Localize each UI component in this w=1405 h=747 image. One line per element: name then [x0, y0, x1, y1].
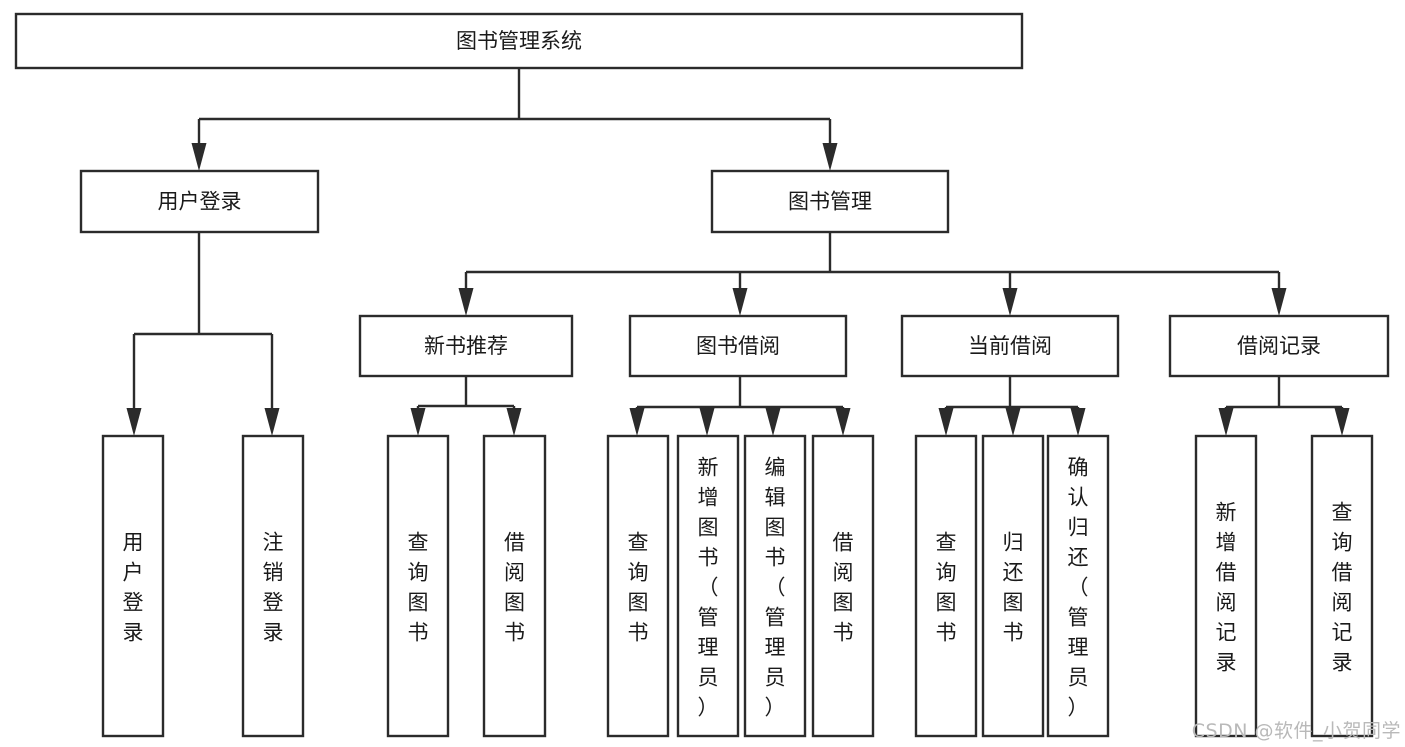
node-box-leaf-return-book[interactable] — [981, 434, 1045, 738]
node-label-leaf-edit-book: 编辑图书（管理员） — [765, 455, 786, 719]
node-box-leaf-edit-book[interactable] — [743, 434, 807, 738]
node-box-leaf-add-record[interactable] — [1194, 434, 1258, 738]
node-box-leaf-query-book-borrow[interactable] — [606, 434, 670, 738]
connector-root-to-level2 — [191, 68, 838, 171]
node-label-leaf-confirm-return: 确认归还（管理员） — [1068, 455, 1089, 719]
node-leaf-add-book[interactable]: 新增图书（管理员） — [676, 434, 740, 738]
node-box-leaf-confirm-return[interactable] — [1046, 434, 1110, 738]
connector-layer — [126, 68, 1350, 436]
node-layer: 图书管理系统用户登录图书管理新书推荐图书借阅当前借阅借阅记录用户登录注销登录查询… — [14, 12, 1390, 738]
node-label-book-borrow: 图书借阅 — [696, 334, 780, 358]
node-label-book-manage: 图书管理 — [788, 190, 872, 214]
node-label-leaf-add-book: 新增图书（管理员） — [698, 455, 719, 719]
node-box-leaf-query-book-rec[interactable] — [386, 434, 450, 738]
node-leaf-query-record[interactable]: 查询借阅记录 — [1310, 434, 1374, 738]
node-box-root[interactable] — [14, 12, 1024, 70]
node-leaf-user-login[interactable]: 用户登录 — [101, 434, 165, 738]
node-book-manage[interactable]: 图书管理 — [710, 169, 950, 234]
node-label-leaf-query-book-borrow: 查询图书 — [628, 530, 649, 644]
node-label-leaf-query-book-current: 查询图书 — [936, 530, 957, 644]
node-label-leaf-borrow-book: 借阅图书 — [833, 530, 854, 644]
node-label-borrow-record: 借阅记录 — [1237, 334, 1321, 358]
node-leaf-query-book-current[interactable]: 查询图书 — [914, 434, 978, 738]
connector-currentborrow-to-leaves — [938, 376, 1086, 436]
node-leaf-query-book-borrow[interactable]: 查询图书 — [606, 434, 670, 738]
node-label-leaf-add-record: 新增借阅记录 — [1216, 500, 1237, 674]
node-label-leaf-query-record: 查询借阅记录 — [1332, 500, 1353, 674]
node-box-book-borrow[interactable] — [628, 314, 848, 378]
node-borrow-record[interactable]: 借阅记录 — [1168, 314, 1390, 378]
node-current-borrow[interactable]: 当前借阅 — [900, 314, 1120, 378]
node-label-current-borrow: 当前借阅 — [968, 334, 1052, 358]
node-label-leaf-user-login: 用户登录 — [123, 530, 144, 644]
node-box-leaf-borrow-book[interactable] — [811, 434, 875, 738]
node-leaf-borrow-book-rec[interactable]: 借阅图书 — [482, 434, 547, 738]
node-label-leaf-user-logout: 注销登录 — [263, 530, 284, 644]
node-book-borrow[interactable]: 图书借阅 — [628, 314, 848, 378]
node-leaf-edit-book[interactable]: 编辑图书（管理员） — [743, 434, 807, 738]
node-leaf-user-logout[interactable]: 注销登录 — [241, 434, 305, 738]
node-label-new-book-rec: 新书推荐 — [424, 334, 508, 358]
node-label-leaf-borrow-book-rec: 借阅图书 — [504, 530, 525, 644]
node-leaf-borrow-book[interactable]: 借阅图书 — [811, 434, 875, 738]
node-box-book-manage[interactable] — [710, 169, 950, 234]
node-root[interactable]: 图书管理系统 — [14, 12, 1024, 70]
node-box-new-book-rec[interactable] — [358, 314, 574, 378]
node-new-book-rec[interactable]: 新书推荐 — [358, 314, 574, 378]
node-box-borrow-record[interactable] — [1168, 314, 1390, 378]
node-box-leaf-add-book[interactable] — [676, 434, 740, 738]
node-label-leaf-query-book-rec: 查询图书 — [408, 530, 429, 644]
node-leaf-return-book[interactable]: 归还图书 — [981, 434, 1045, 738]
node-box-user-login[interactable] — [79, 169, 320, 234]
connector-borrowrecord-to-leaves — [1218, 376, 1350, 436]
node-label-leaf-return-book: 归还图书 — [1003, 530, 1024, 644]
connector-bookmanage-to-level3 — [458, 232, 1287, 316]
node-leaf-confirm-return[interactable]: 确认归还（管理员） — [1046, 434, 1110, 738]
node-label-user-login: 用户登录 — [158, 190, 242, 214]
node-leaf-add-record[interactable]: 新增借阅记录 — [1194, 434, 1258, 738]
node-box-leaf-borrow-book-rec[interactable] — [482, 434, 547, 738]
node-leaf-query-book-rec[interactable]: 查询图书 — [386, 434, 450, 738]
node-box-leaf-user-login[interactable] — [101, 434, 165, 738]
watermark-label: CSDN @软件_小贺同学 — [1191, 720, 1401, 742]
connector-userlogin-to-leaves — [126, 232, 280, 436]
connector-bookborrow-to-leaves — [629, 376, 851, 436]
node-box-leaf-query-record[interactable] — [1310, 434, 1374, 738]
node-box-leaf-query-book-current[interactable] — [914, 434, 978, 738]
node-user-login[interactable]: 用户登录 — [79, 169, 320, 234]
node-box-leaf-user-logout[interactable] — [241, 434, 305, 738]
connector-newbookrec-to-leaves — [410, 376, 522, 436]
node-label-root: 图书管理系统 — [456, 29, 582, 53]
node-box-current-borrow[interactable] — [900, 314, 1120, 378]
